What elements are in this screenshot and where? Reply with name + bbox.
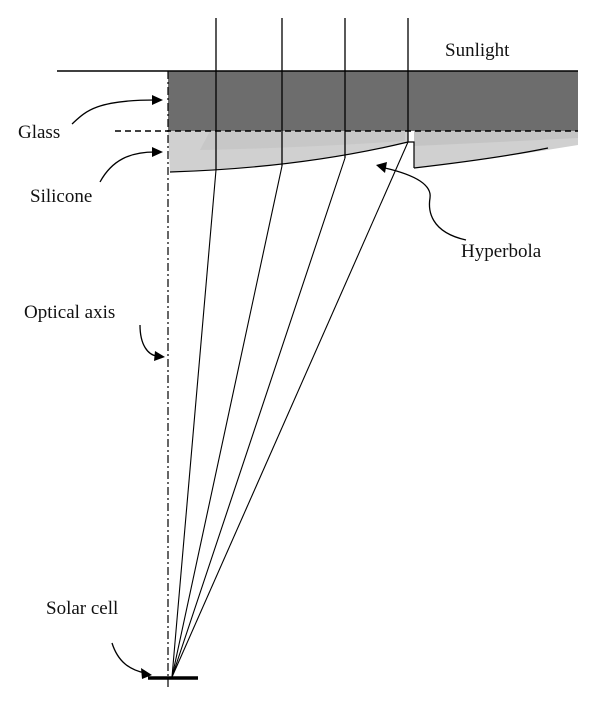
ray-refracted-1: [171, 169, 217, 678]
hyperbola-arrow: [384, 167, 467, 241]
optical-axis-arrow: [139, 324, 158, 357]
optical-axis-label: Optical axis: [24, 302, 115, 323]
silicone-label: Silicone: [30, 186, 92, 207]
glass-arrow: [71, 99, 156, 125]
ray-refracted-2: [171, 165, 283, 678]
silicone-shade-right: [414, 131, 578, 146]
silicone-arrow: [99, 151, 156, 183]
ray-refracted-3: [171, 157, 346, 678]
ray-refracted-4: [171, 141, 409, 678]
solar-cell-label: Solar cell: [46, 598, 118, 619]
hyperbola-label: Hyperbola: [461, 241, 542, 262]
sunlight-label: Sunlight: [445, 40, 510, 61]
optical-axis-arrowhead: [154, 351, 165, 361]
hyperbola-step: [408, 141, 415, 168]
silicone-arrowhead: [152, 147, 163, 157]
hyperbola-curve-left: [169, 141, 409, 173]
hyperbola-arrowhead: [376, 162, 387, 173]
solar-cell-arrowhead: [141, 668, 152, 679]
silicone-shade-left: [200, 131, 405, 150]
glass-label: Glass: [18, 122, 60, 143]
glass-arrowhead: [152, 95, 163, 105]
solar-cell-arrow: [111, 642, 146, 674]
hyperbola-curve-right: [413, 147, 549, 169]
glass-layer: [168, 71, 578, 131]
